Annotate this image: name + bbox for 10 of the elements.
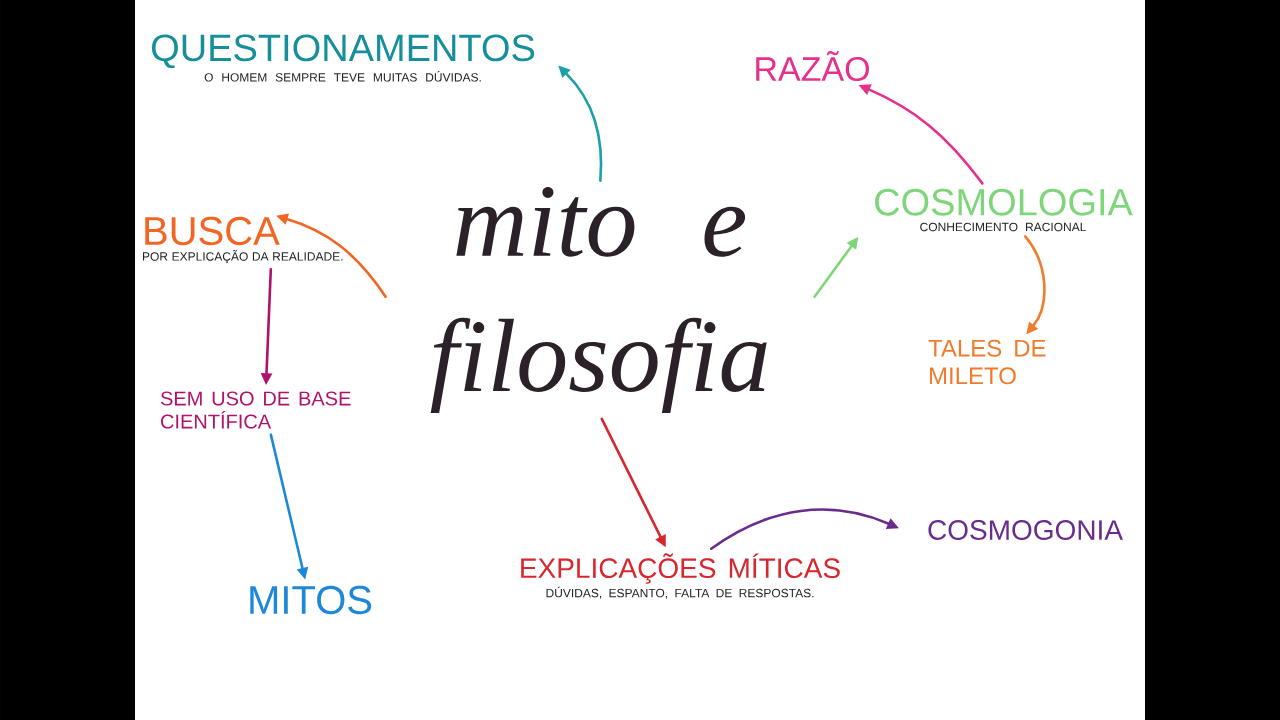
- concept-label: RAZÃO: [756, 50, 869, 82]
- concept-label: COSMOGONIA: [928, 520, 1123, 540]
- concept-label: SEM USO DE BASE CIENTÍFICA: [160, 391, 351, 429]
- concept-label: COSMOLOGIA CONHECIMENTO RACIONAL: [875, 188, 1133, 232]
- concept-label: MITOS: [250, 585, 372, 615]
- concept-label: BUSCA POR EXPLICAÇÃO DA REALIDADE.: [143, 216, 343, 264]
- title-text: mito e filosofia: [430, 186, 767, 414]
- concept-label: QUESTIONAMENTOS O HOMEM SEMPRE TEVE MUITAS DÚVIDAS.: [152, 34, 535, 82]
- concept-label: EXPLICAÇÕES MÍTICAS DÚVIDAS, ESPANTO, FALTA DE RESPOSTAS.: [521, 553, 840, 599]
- concept-label: TALES DE MILETO: [928, 339, 1046, 385]
